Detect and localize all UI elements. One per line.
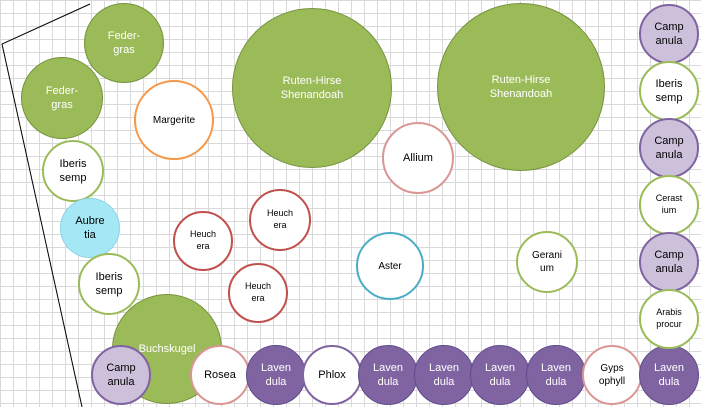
plant-campanula: Camp anula bbox=[639, 118, 699, 178]
plant-lavendula: Laven dula bbox=[470, 345, 530, 405]
plant-iberis: Iberis semp bbox=[42, 140, 104, 202]
plant-gypsophyll: Gyps ophyll bbox=[582, 345, 642, 405]
plant-geranium: Gerani um bbox=[516, 231, 578, 293]
plant-allium: Allium bbox=[382, 122, 454, 194]
plant-aster: Aster bbox=[356, 232, 424, 300]
plant-phlox: Phlox bbox=[302, 345, 362, 405]
plant-lavendula: Laven dula bbox=[246, 345, 306, 405]
plant-iberis: Iberis semp bbox=[78, 253, 140, 315]
plant-heuchera: Heuch era bbox=[249, 189, 311, 251]
plant-lavendula: Laven dula bbox=[358, 345, 418, 405]
plant-lavendula: Laven dula bbox=[639, 345, 699, 405]
plant-arabis: Arabis procur bbox=[639, 289, 699, 349]
plant-lavendula: Laven dula bbox=[414, 345, 474, 405]
plant-campanula: Camp anula bbox=[91, 345, 151, 405]
plant-ruten-hirse: Ruten-Hirse Shenandoah bbox=[437, 3, 605, 171]
plant-lavendula: Laven dula bbox=[526, 345, 586, 405]
plant-rosea: Rosea bbox=[190, 345, 250, 405]
plant-campanula: Camp anula bbox=[639, 4, 699, 64]
plant-iberis: Iberis semp bbox=[639, 61, 699, 121]
plant-campanula: Camp anula bbox=[639, 232, 699, 292]
plant-heuchera: Heuch era bbox=[173, 211, 233, 271]
plant-federgras: Feder- gras bbox=[21, 57, 103, 139]
plant-aubretia: Aubre tia bbox=[60, 198, 120, 258]
plant-cerastium: Cerast ium bbox=[639, 175, 699, 235]
plant-heuchera: Heuch era bbox=[228, 263, 288, 323]
plant-margerite: Margerite bbox=[134, 80, 214, 160]
plant-ruten-hirse: Ruten-Hirse Shenandoah bbox=[232, 8, 392, 168]
plant-federgras: Feder- gras bbox=[84, 3, 164, 83]
